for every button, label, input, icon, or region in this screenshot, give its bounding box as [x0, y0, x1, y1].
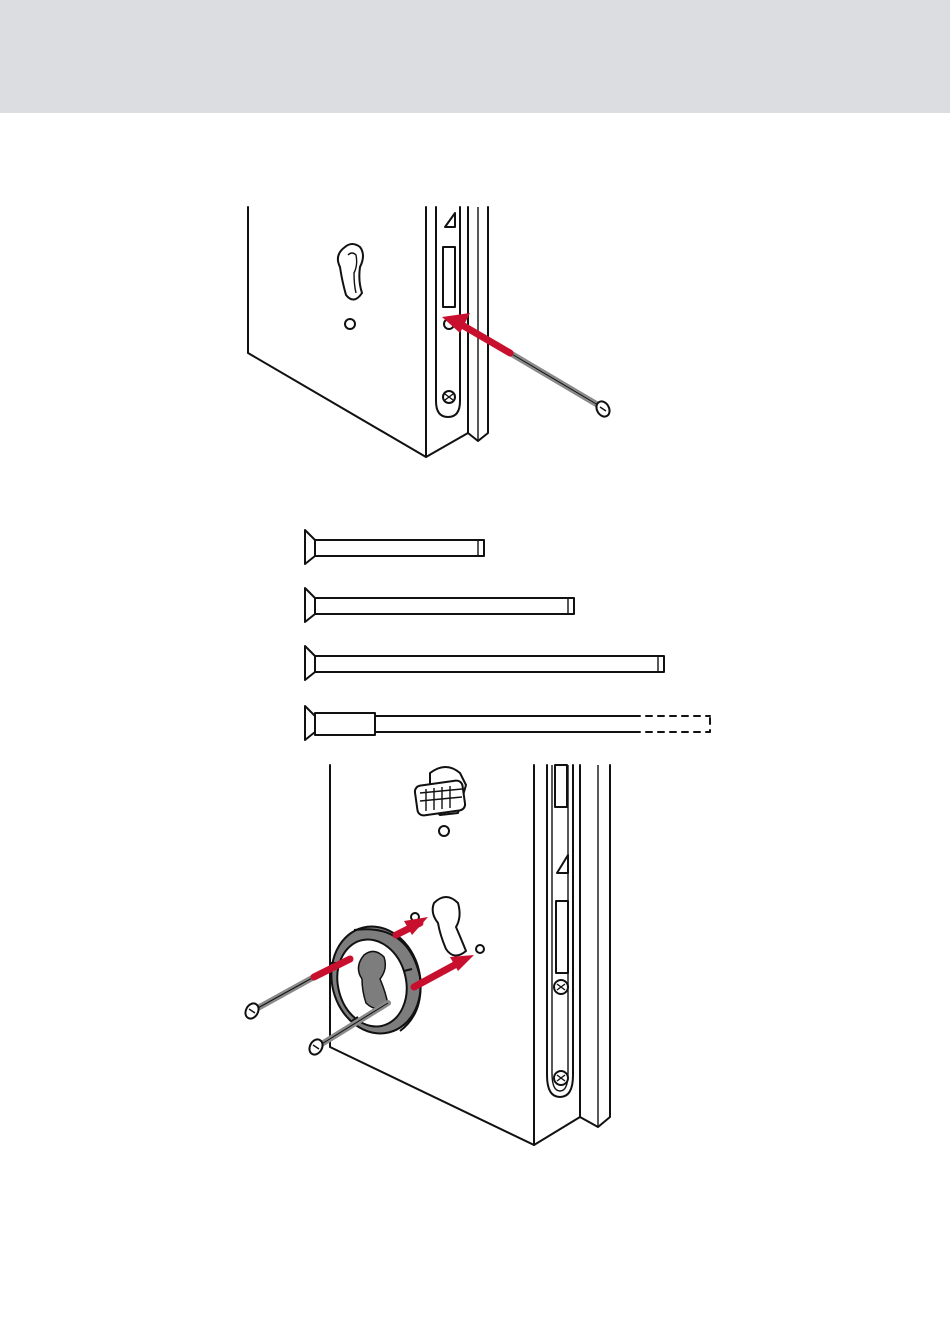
screw-extendable	[305, 706, 710, 740]
lock-faceplate	[436, 207, 460, 417]
screw-medium	[305, 588, 574, 622]
header-band	[0, 0, 950, 113]
bolt-slot	[556, 901, 568, 973]
insertion-arrow	[462, 325, 510, 353]
rosette-mounting-illustration	[0, 755, 950, 1155]
screw-lengths-diagram	[0, 520, 950, 750]
bolt-slot	[443, 247, 455, 307]
keyhole-icon	[338, 244, 363, 300]
door-edge-outline	[426, 207, 468, 457]
lock-faceplate	[547, 765, 573, 1097]
door-face-outline	[248, 207, 426, 457]
screw-long	[305, 646, 664, 680]
screw-short	[305, 530, 484, 564]
frame-strip	[580, 765, 610, 1127]
keyhole-icon	[433, 897, 466, 956]
door-edge-illustration	[0, 195, 950, 465]
rosette-ring-icon	[320, 917, 432, 1043]
latch-icon	[557, 855, 568, 873]
latch-icon	[445, 213, 455, 227]
